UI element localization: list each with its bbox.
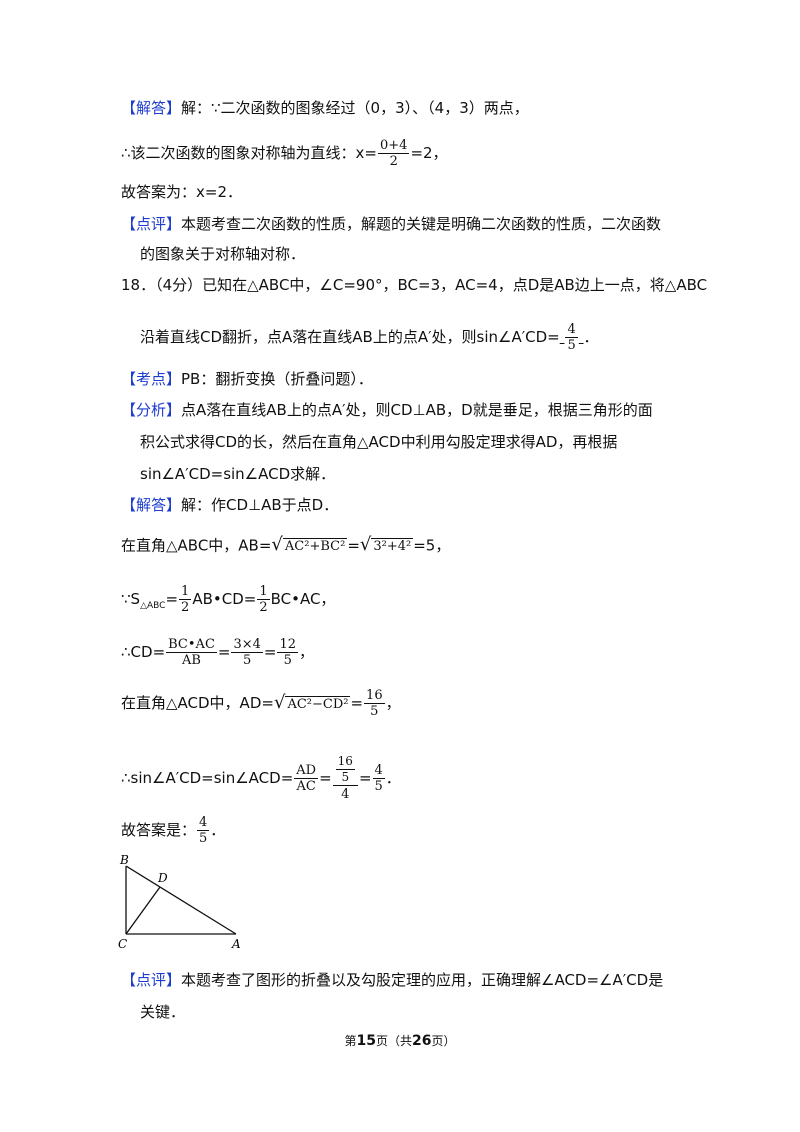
- q18-comment-line1: 【点评】本题考查了图形的折叠以及勾股定理的应用，正确理解∠ACD=∠A′CD是: [121, 971, 664, 989]
- q17-comment-line2: 的图象关于对称轴对称．: [140, 245, 306, 263]
- label-C: C: [118, 937, 127, 951]
- answer-label: 【解答】: [121, 99, 182, 117]
- label-D: D: [157, 871, 168, 885]
- answer-label: 【解答】: [121, 496, 182, 514]
- comment-label: 【点评】: [121, 215, 182, 233]
- q17-comment-line1: 【点评】本题考查二次函数的性质，解题的关键是明确二次函数的性质，二次函数: [121, 215, 662, 233]
- kaodian-label: 【考点】: [121, 370, 182, 388]
- q18-solution-line1: 【解答】解：作CD⊥AB于点D．: [121, 496, 339, 514]
- sqrt-expression: √3²+4²: [359, 534, 414, 555]
- sqrt-expression: √AC²−CD²: [273, 691, 351, 713]
- q18-comment-line2: 关键．: [140, 1003, 186, 1021]
- q18-analysis-line1: 【分析】点A落在直线AB上的点A′处，则CD⊥AB，D就是垂足，根据三角形的面: [121, 401, 653, 419]
- q17-solution-line1: 【解答】解：∵二次函数的图象经过（0，3）、（4，3）两点，: [121, 99, 529, 117]
- sqrt-expression: √AC²+BC²: [271, 534, 348, 555]
- page-footer: 第15页（共26页）: [344, 1033, 456, 1049]
- label-A: A: [231, 937, 241, 951]
- analysis-label: 【分析】: [121, 401, 182, 419]
- q18-stem-line1: 18．（4分）已知在△ABC中，∠C=90°，BC=3，AC=4，点D是AB边上…: [121, 276, 708, 294]
- q18-analysis-line2: 积公式求得CD的长，然后在直角△ACD中利用勾股定理求得AD，再根据: [140, 433, 618, 451]
- q18-step1: 在直角△ABC中，AB=√AC²+BC²=√3²+4²=5，: [121, 533, 450, 559]
- q17-answer: 故答案为：x=2．: [121, 183, 242, 201]
- label-B: B: [119, 853, 129, 867]
- q18-kaodian: 【考点】PB：翻折变换（折叠问题）．: [121, 370, 373, 388]
- triangle-figure: B D C A: [118, 853, 241, 951]
- q18-analysis-line3: sin∠A′CD=sin∠ACD求解．: [140, 465, 336, 483]
- comment-label: 【点评】: [121, 971, 182, 989]
